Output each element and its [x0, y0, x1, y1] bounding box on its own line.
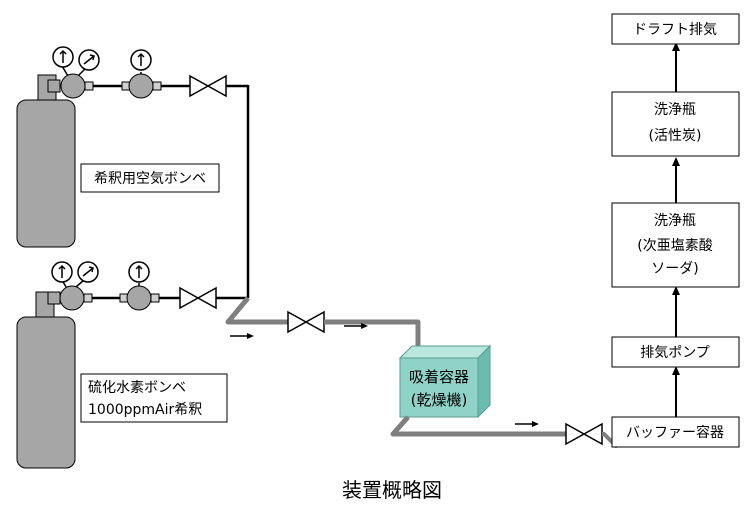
- pressure-gauge-icon: [78, 49, 100, 71]
- draft-exhaust-label: ドラフト排気: [633, 22, 717, 38]
- scrubber-activated-carbon-label-line2: (活性炭): [649, 128, 702, 144]
- flow-arrow-icon: [672, 157, 680, 203]
- pressure-gauge-icon: [130, 49, 152, 71]
- exhaust-pump-label: 排気ポンプ: [640, 345, 710, 361]
- scrubber-activated-carbon-label-line1: 洗浄瓶: [654, 102, 696, 118]
- scrubber-activated-carbon-box: [611, 91, 740, 157]
- adsorption-vessel: 吸着容器 (乾燥機): [398, 344, 492, 419]
- scrubber-hypochlorite-label-line3: ソーダ): [651, 261, 698, 277]
- buffer-vessel-box: [611, 416, 740, 448]
- scrubber-hypochlorite-box: [611, 202, 740, 288]
- air-cylinder: [16, 74, 76, 248]
- h2s-cylinder: [16, 291, 76, 469]
- draft-exhaust-box: [611, 13, 740, 45]
- h2s-flow-regulator: [92, 261, 180, 311]
- outlet-valve-icon: [565, 422, 603, 446]
- pressure-gauge-icon: [51, 261, 73, 283]
- pressure-gauge-icon: [52, 46, 74, 68]
- mixed-gas-pipe: [225, 296, 288, 325]
- adsorption-vessel-label-line1: 吸着容器: [409, 368, 469, 386]
- flow-arrow-icon: [515, 421, 539, 427]
- flow-arrow-icon: [672, 286, 680, 337]
- h2s-cylinder-label-line1: 硫化水素ボンベ: [88, 380, 186, 396]
- buffer-vessel-label: バッファー容器: [626, 424, 724, 441]
- h2s-cylinder-label-box: [80, 373, 228, 423]
- h2s-cylinder-label-line2: 1000ppmAir希釈: [88, 402, 202, 418]
- h2s-valve-icon: [179, 286, 217, 310]
- mixed-valve-icon: [287, 310, 325, 334]
- diagram-caption: 装置概略図: [342, 478, 442, 502]
- air-cylinder-label-box: [80, 163, 220, 193]
- scrubber-hypochlorite-label-line2: (次亜塩素酸: [637, 238, 712, 254]
- air-cylinder-label: 希釈用空気ボンベ: [94, 171, 206, 187]
- pressure-gauge-icon: [128, 261, 150, 283]
- flow-arrow-icon: [672, 366, 680, 417]
- air-flow-regulator: [93, 49, 190, 99]
- pressure-gauge-icon: [77, 261, 99, 283]
- air-regulator: [47, 46, 100, 99]
- h2s-regulator: [47, 261, 99, 311]
- flow-arrow-icon: [672, 42, 680, 92]
- adsorption-vessel-label-line2: (乾燥機): [411, 391, 468, 409]
- air-valve-icon: [189, 74, 227, 98]
- flow-arrow-icon: [230, 333, 254, 339]
- scrubber-hypochlorite-label-line1: 洗浄瓶: [654, 213, 696, 229]
- mixed-gas-pipe-to-adsorber: [324, 319, 421, 346]
- flow-arrow-icon: [344, 323, 368, 329]
- adsorber-outlet-pipe: [390, 415, 566, 437]
